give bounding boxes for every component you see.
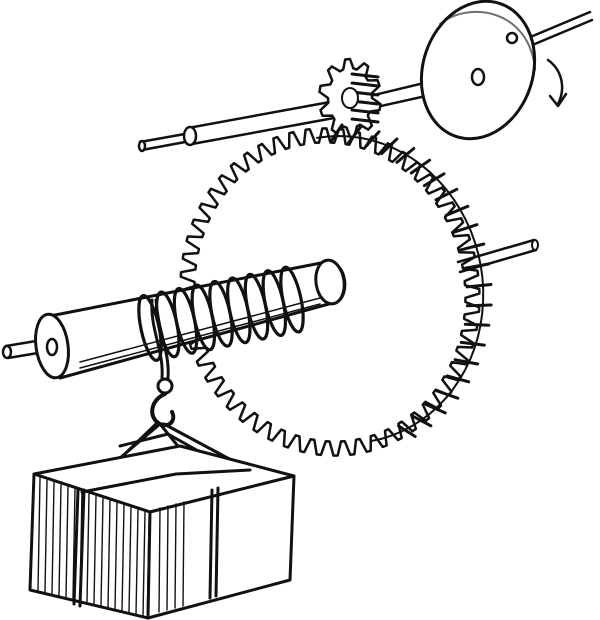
- gear-tooth-shade: [459, 242, 486, 252]
- pinion-tooth-shade: [350, 117, 380, 124]
- gear-tooth-shade: [445, 374, 471, 384]
- gear-tooth-shade: [363, 130, 381, 149]
- block-shade-line: [128, 506, 132, 614]
- gear-tooth-shade: [395, 147, 416, 164]
- block-shade-line: [114, 502, 118, 610]
- block-shade-line: [44, 479, 48, 593]
- gear-tooth-shade: [465, 303, 493, 308]
- block-shade-line: [93, 495, 97, 605]
- pinion-tooth-shade: [350, 72, 380, 79]
- gear-tooth-shade: [465, 283, 493, 289]
- gear-tooth-shade: [444, 204, 470, 217]
- gear-tooth-shade: [411, 414, 433, 428]
- block-shade-line: [135, 509, 139, 615]
- block-shade-line: [107, 499, 111, 609]
- pinion-tooth-shade: [350, 108, 380, 115]
- block-shade-line: [100, 497, 104, 607]
- block-shade-line: [142, 511, 146, 617]
- gear-tooth-shade: [330, 123, 344, 143]
- block-shade-line: [86, 493, 90, 603]
- block-shade-line: [51, 481, 55, 595]
- gear-tooth-shade: [397, 424, 417, 438]
- rope-coil: [279, 265, 305, 334]
- gear-tooth-shade: [434, 187, 459, 202]
- gear-tooth-shade: [380, 137, 399, 156]
- gear-tooth-shade: [409, 158, 432, 175]
- weight-block: [28, 444, 296, 620]
- block-shade-line: [121, 504, 125, 612]
- pinion-gear: [318, 57, 382, 139]
- block-shade-line: [158, 507, 161, 613]
- pinion-hub: [341, 87, 359, 109]
- curved-arrow-down-icon: [546, 58, 568, 108]
- gear-tooth-shade: [463, 322, 491, 327]
- gear-tooth-shade: [453, 358, 480, 366]
- large-gear-axle: [456, 238, 539, 274]
- pinion-tooth-shade: [350, 81, 380, 88]
- hook-icon: [150, 377, 176, 427]
- rope-coils: [137, 265, 305, 362]
- gear-tooth-shade: [347, 125, 363, 145]
- gear-tooth-shade: [424, 402, 447, 415]
- crank-disc: [419, 0, 537, 141]
- block-shade-line: [182, 501, 185, 607]
- gear-tooth-shade: [459, 340, 486, 347]
- block-shade-line: [58, 484, 62, 596]
- block-shade-line: [166, 505, 169, 611]
- block-shade-line: [65, 486, 69, 598]
- gear-tooth-shade: [435, 389, 460, 400]
- gear-tooth-shade: [422, 172, 446, 188]
- gear-tooth-shade: [452, 223, 479, 234]
- block-shade-line: [37, 477, 41, 591]
- block-shade-line: [174, 503, 177, 609]
- hanging-rope: [150, 298, 170, 380]
